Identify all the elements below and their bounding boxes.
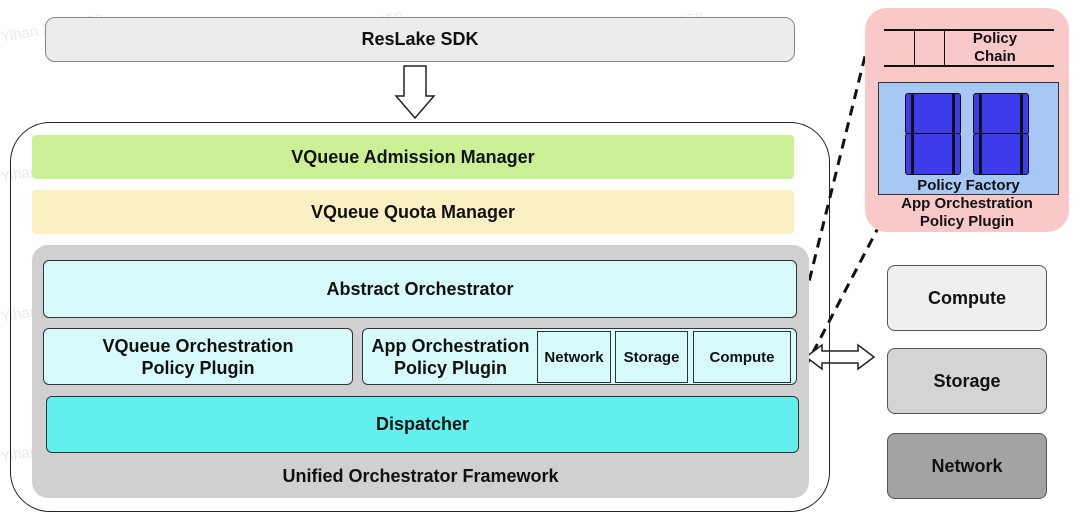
storage-plugin-label: Storage (623, 348, 680, 366)
app-plugin-label: App Orchestration Policy Plugin (363, 329, 538, 384)
abstract-orchestrator-box: Abstract Orchestrator (43, 260, 797, 318)
double-arrow-icon (804, 343, 876, 371)
quota-manager-box: VQueue Quota Manager (32, 190, 794, 234)
storage-resource-label: Storage (933, 370, 1001, 391)
dispatcher-box: Dispatcher (46, 396, 799, 453)
network-resource-box: Network (887, 433, 1047, 499)
app-plugin-label-line2: Policy Plugin (393, 357, 508, 378)
admission-manager-label: VQueue Admission Manager (291, 146, 535, 167)
vqueue-plugin-label-line1: VQueue Orchestration (102, 335, 294, 356)
policy-chain-cell (914, 29, 915, 67)
admission-manager-box: VQueue Admission Manager (32, 135, 794, 179)
compute-resource-box: Compute (887, 265, 1047, 331)
compute-plugin-label: Compute (709, 348, 775, 366)
policy-chip-icon (905, 133, 961, 175)
policy-chip-icon (973, 133, 1029, 175)
abstract-orchestrator-label: Abstract Orchestrator (326, 278, 514, 299)
framework-label: Unified Orchestrator Framework (282, 465, 559, 486)
storage-plugin-box: Storage (615, 331, 688, 383)
zoom-dashed-line-top (795, 27, 874, 331)
compute-resource-label: Compute (928, 287, 1006, 308)
policy-chain-label-line2: Chain (974, 48, 1016, 65)
policy-chip-icon (973, 93, 1029, 135)
detail-plugin-label-line2: Policy Plugin (919, 213, 1015, 230)
policy-chip-icon (905, 93, 961, 135)
reslake-sdk-box: ResLake SDK (45, 17, 795, 62)
zoom-dashed-line-bottom (795, 227, 880, 384)
app-plugin-label-line1: App Orchestration (371, 335, 530, 356)
orchestration-container (10, 122, 830, 512)
dispatcher-label: Dispatcher (375, 414, 470, 434)
policy-chain-label: Policy Chain (945, 29, 1045, 67)
vqueue-orchestration-plugin-box: VQueue Orchestration Policy Plugin (43, 328, 353, 385)
network-plugin-label: Network (544, 348, 604, 366)
policy-chain-cell (944, 29, 945, 67)
detail-plugin-label-line1: App Orchestration (901, 195, 1033, 212)
reslake-sdk-label: ResLake SDK (361, 29, 479, 49)
network-plugin-box: Network (537, 331, 611, 383)
policy-chain-label-line1: Policy (972, 30, 1018, 47)
quota-manager-label: VQueue Quota Manager (310, 201, 516, 222)
down-arrow-icon (394, 65, 436, 120)
compute-plugin-box: Compute (693, 331, 791, 383)
detail-plugin-label: App Orchestration Policy Plugin (868, 195, 1066, 231)
policy-factory-label: Policy Factory (917, 176, 1020, 194)
vqueue-plugin-label-line2: Policy Plugin (141, 357, 255, 378)
storage-resource-box: Storage (887, 348, 1047, 414)
policy-chain-box (884, 29, 1054, 67)
network-resource-label: Network (931, 455, 1003, 476)
